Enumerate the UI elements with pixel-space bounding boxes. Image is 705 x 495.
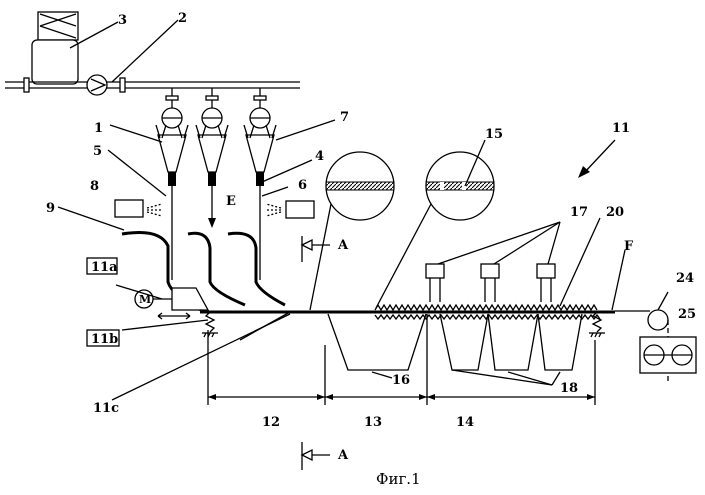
label-11a: 11a [91, 260, 118, 275]
dimension-lines [208, 314, 595, 405]
rollers-25 [640, 337, 696, 373]
label-A-bottom: A [337, 448, 349, 463]
label-A-top: A [337, 238, 349, 253]
heads-17 [426, 264, 555, 302]
feeder-2 [196, 88, 228, 186]
feeder-3 [244, 88, 276, 186]
label-11b: 11b [91, 332, 118, 347]
label-20: 20 [606, 205, 624, 220]
motor-assembly: M [135, 288, 208, 319]
label-14: 14 [456, 415, 474, 430]
label-F: F [624, 239, 634, 254]
label-12: 12 [262, 415, 280, 430]
label-16: 16 [392, 373, 410, 388]
feeder-1 [156, 88, 188, 186]
label-1: 1 [94, 121, 103, 136]
figure-caption: Фиг.1 [376, 470, 421, 488]
label-2: 2 [178, 11, 187, 26]
label-3: 3 [118, 13, 127, 28]
label-18: 18 [560, 381, 578, 396]
label-11c: 11c [93, 401, 119, 416]
section-marker-top [302, 236, 330, 262]
label-8: 8 [90, 179, 99, 194]
label-11a-box: 11a [87, 258, 118, 275]
label-7: 7 [340, 110, 349, 125]
label-24: 24 [676, 271, 694, 286]
feeder-units [156, 88, 276, 186]
sprayer-6 [266, 201, 314, 218]
detail-circle-right [376, 152, 494, 308]
label-6: 6 [298, 178, 307, 193]
label-5: 5 [93, 144, 102, 159]
label-4: 4 [315, 149, 324, 164]
label-25: 25 [678, 307, 696, 322]
detail-circle-left [310, 152, 394, 310]
label-9: 9 [46, 201, 55, 216]
suction-box-16 [328, 314, 426, 370]
spring-11b [202, 312, 218, 337]
suction-boxes-18 [440, 314, 582, 370]
section-marker-bottom [302, 442, 330, 470]
label-11b-box: 11b [87, 330, 119, 347]
sprayer-8 [115, 200, 162, 217]
label-17: 17 [570, 205, 588, 220]
label-15: 15 [485, 127, 503, 142]
label-11: 11 [612, 121, 630, 136]
label-13: 13 [364, 415, 382, 430]
label-E: E [226, 194, 236, 209]
